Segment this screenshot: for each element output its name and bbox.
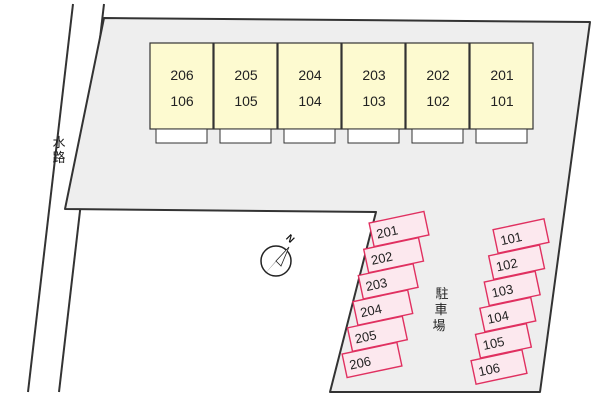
parking-space-number: 202 xyxy=(370,249,394,268)
parking-space-number: 105 xyxy=(481,334,505,353)
parking-space: 103 xyxy=(483,270,541,307)
parking-space-box xyxy=(487,244,546,281)
parking-space: 101 xyxy=(492,218,550,254)
parking-space-box xyxy=(470,349,528,385)
unit-balcony xyxy=(347,128,400,144)
apartment-building: 206 106 205 105 204 104 203 103 202 102 201 101 xyxy=(149,42,534,144)
parking-label-3: 場 xyxy=(432,319,445,334)
parking-space-number: 205 xyxy=(353,327,377,346)
unit-number-upper: 203 xyxy=(362,67,386,83)
compass-needle-light xyxy=(275,246,290,267)
parking-space-number: 104 xyxy=(486,308,510,327)
parking-space: 202 xyxy=(362,236,425,274)
parking-space: 105 xyxy=(474,322,533,359)
unit-number-lower: 106 xyxy=(170,93,194,109)
unit-number-upper: 206 xyxy=(170,67,194,83)
unit-balcony xyxy=(475,128,528,144)
unit-box xyxy=(405,42,470,130)
parking-space-number: 101 xyxy=(499,229,523,248)
apartment-unit: 203 103 xyxy=(341,42,406,144)
unit-number-lower: 104 xyxy=(298,93,322,109)
parking-space-number: 206 xyxy=(348,353,372,372)
unit-box xyxy=(277,42,342,130)
unit-number-lower: 103 xyxy=(362,93,386,109)
unit-box xyxy=(341,42,406,130)
parking-label-1: 駐 xyxy=(435,287,448,302)
water-channel-label-2: 路 xyxy=(52,150,65,166)
parking-space: 106 xyxy=(470,349,528,385)
parking-space-number: 103 xyxy=(490,281,514,300)
unit-number-lower: 105 xyxy=(234,93,258,109)
parking-space: 203 xyxy=(357,263,419,300)
water-channel-edge-left xyxy=(27,3,74,393)
compass: N xyxy=(260,233,296,277)
unit-number-upper: 201 xyxy=(490,67,514,83)
unit-number-upper: 204 xyxy=(298,67,322,83)
unit-box xyxy=(213,42,278,130)
parking-space: 206 xyxy=(341,341,403,379)
parking-space-number: 102 xyxy=(495,255,519,274)
parking-label: 駐 車 場 xyxy=(432,287,448,334)
parking-space-number: 204 xyxy=(359,301,383,320)
apartment-unit: 205 105 xyxy=(213,42,278,144)
parking-space-number: 201 xyxy=(375,222,399,241)
parking-space: 102 xyxy=(487,244,546,281)
parking-row-left: 201 202 203 204 205 206 xyxy=(341,210,430,379)
unit-number-upper: 202 xyxy=(426,67,450,83)
unit-balcony xyxy=(411,128,464,144)
parking-space-box xyxy=(474,322,533,359)
water-channel-label-1: 水 xyxy=(52,136,65,151)
parking-space: 205 xyxy=(346,315,409,353)
apartment-unit: 206 106 xyxy=(149,42,214,144)
parking-space-number: 203 xyxy=(364,275,388,294)
parking-space-box xyxy=(483,270,541,307)
parking-space-box xyxy=(492,218,550,254)
compass-north-label: N xyxy=(283,233,296,246)
unit-number-upper: 205 xyxy=(234,67,258,83)
unit-balcony xyxy=(283,128,336,144)
unit-box xyxy=(469,42,534,130)
apartment-unit: 204 104 xyxy=(277,42,342,144)
parking-space-box xyxy=(479,296,537,333)
parking-label-2: 車 xyxy=(434,303,447,318)
apartment-unit: 201 101 xyxy=(469,42,534,144)
unit-box xyxy=(149,42,214,130)
unit-balcony xyxy=(219,128,272,144)
parking-space-number: 106 xyxy=(477,360,501,379)
apartment-unit: 202 102 xyxy=(405,42,470,144)
unit-number-lower: 101 xyxy=(490,93,514,109)
unit-balcony xyxy=(155,128,208,144)
parking-row-right: 101 102 103 104 105 106 xyxy=(470,218,550,385)
unit-number-lower: 102 xyxy=(426,93,450,109)
parking-space-box xyxy=(341,341,403,379)
parking-space: 104 xyxy=(479,296,537,333)
